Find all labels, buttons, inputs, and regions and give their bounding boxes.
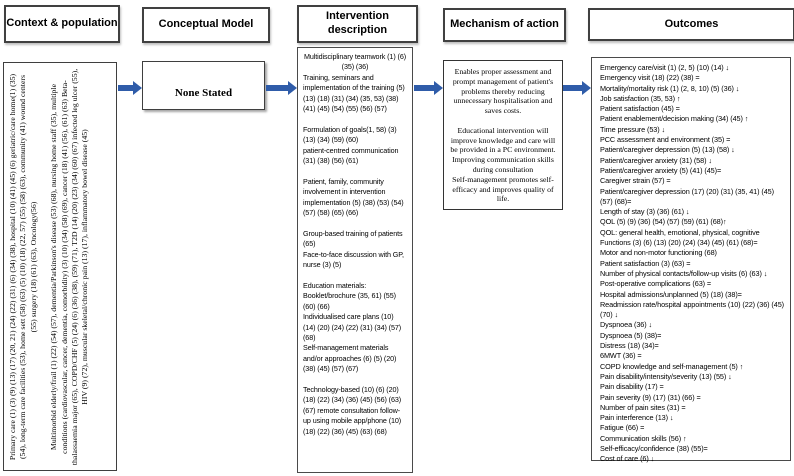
outcome-line: Length of stay (3) (36) (61) ↓ [600, 207, 690, 217]
outcome-line: COPD knowledge and self-management (5) ↑ [600, 361, 744, 371]
arrow-head [582, 80, 591, 95]
outcome-line: PCC assessment and environment (35) = [600, 135, 731, 145]
intervention-paragraph: Formulation of goals(1, 58) (3) (13) (34… [303, 124, 397, 145]
outcome-line: Pain disability/intensity/severity (13) … [600, 371, 732, 381]
arrow-tail [563, 84, 582, 91]
mechanism-paragraph: Enables proper assessment and prompt man… [452, 67, 554, 116]
header-context-population-label: Context & population [6, 17, 118, 30]
intervention-paragraph: Technology-based (10) (6) (20) (18) (22)… [303, 385, 402, 436]
outcome-line: QOL: general health, emotional, physical… [600, 227, 760, 248]
context-population-rotated-text: Primary care (1) (3) (9) (13) (17) (20, … [8, 68, 112, 466]
intervention-paragraph: Patient, family, community involvement i… [303, 176, 404, 218]
outcome-line: Pain interference (13) ↓ [600, 413, 674, 423]
mechanism-of-action-box: Enables proper assessment and prompt man… [443, 60, 563, 210]
outcome-line: Patient/caregiver depression (5) (13) (5… [600, 145, 735, 155]
header-conceptual-model: Conceptual Model [142, 7, 270, 43]
header-outcomes-label: Outcomes [664, 17, 719, 30]
outcome-line: 6MWT (36) = [600, 351, 642, 361]
conceptual-model-label: None Stated [174, 86, 233, 99]
outcome-line: Emergency care/visit (1) (2, 5) (10) (14… [600, 63, 730, 72]
intervention-paragraph [303, 219, 407, 229]
outcome-line: QOL (5) (9) (36) (54) (57) (59) (61) (68… [600, 217, 727, 227]
mechanism-paragraph: Improving communication skills during co… [452, 155, 554, 174]
header-mechanism-of-action-label: Mechanism of action [450, 18, 559, 31]
intervention-paragraph: Booklet/brochure (35, 61) (55) (60) (66) [303, 291, 396, 311]
flow-arrow-mechanism-to-outcomes-icon [563, 80, 591, 95]
outcome-line: Number of physical contacts/follow-up vi… [600, 268, 768, 278]
mechanism-paragraph: Educational intervention will improve kn… [450, 125, 556, 155]
outcome-line: Number of pain sites (31) = [600, 402, 686, 412]
arrow-head [288, 80, 297, 95]
outcome-line: Mortality/mortality risk (1) (2, 8, 10) … [600, 83, 740, 93]
header-conceptual-model-label: Conceptual Model [158, 18, 254, 31]
header-context-population: Context & population [4, 5, 120, 43]
intervention-paragraph: Multidisciplinary teamwork (1) (6) (35) … [303, 52, 407, 72]
intervention-paragraph: Education materials: [303, 280, 367, 290]
outcome-line: Pain disability (17) = [600, 382, 664, 392]
outcome-line: Distress (18) (34)= [600, 341, 659, 351]
intervention-paragraph: Training, seminars and implementation of… [303, 72, 405, 114]
mechanism-paragraph: Self-management promotes self-efficacy a… [452, 174, 554, 204]
flow-arrow-context-to-conceptual-icon [118, 80, 142, 95]
conceptual-model-box: None Stated [142, 61, 265, 110]
outcome-line: Patient/caregiver depression (17) (20) (… [600, 186, 774, 206]
outcome-line: Pain severity (9) (17) (31) (66) = [600, 392, 701, 402]
mechanism-paragraph [448, 116, 558, 126]
outcome-line: Communication skills (56) ↑ [600, 433, 687, 443]
outcomes-box: Emergency care/visit (1) (2, 5) (10) (14… [591, 57, 791, 464]
context-population-paragraph: Primary care (1) (3) (9) (13) (17) (20, … [8, 73, 38, 460]
intervention-paragraph: Individualised care plans (10) (14) (20)… [303, 312, 402, 342]
outcome-line: Dyspnoea (5) (38)= [600, 330, 662, 340]
intervention-paragraph: patient-centred communication (31) (38) … [303, 145, 399, 166]
intervention-paragraph [303, 271, 407, 281]
arrow-tail [414, 84, 434, 91]
header-outcomes: Outcomes [588, 8, 794, 41]
outcome-line: Patient satisfaction (3) (63) = [600, 258, 691, 268]
arrow-tail [266, 84, 288, 91]
outcome-line: Self-efficacy/confidence (38) (55)= [600, 443, 708, 453]
context-population-box: Primary care (1) (3) (9) (13) (17) (20, … [3, 62, 117, 471]
outcome-line: Motor and non-motor functioning (68) [600, 248, 717, 258]
outcome-line: Hospital admissions/unplanned (5) (18) (… [600, 289, 742, 299]
header-mechanism-of-action: Mechanism of action [443, 8, 566, 42]
outcome-line: Emergency visit (18) (22) (38) = [600, 73, 700, 83]
outcome-line: Dyspnoea (36) ↓ [600, 320, 653, 330]
intervention-paragraph: Group-based training of patients (65) [303, 228, 403, 249]
intervention-paragraph [303, 375, 407, 385]
flow-arrow-intervention-to-mechanism-icon [414, 80, 443, 95]
outcome-line: Post-operative complications (63) = [600, 279, 712, 289]
header-intervention-description: Intervention description [297, 5, 418, 43]
outcome-line: Time pressure (53) ↓ [600, 124, 666, 134]
outcome-line: Fatigue (66) = [600, 423, 645, 433]
intervention-paragraph: Self-management materials and/or approac… [303, 343, 397, 374]
outcome-line: Patient satisfaction (45) = [600, 104, 680, 114]
intervention-paragraph [303, 114, 407, 124]
flow-arrow-conceptual-to-intervention-icon [266, 80, 297, 95]
arrow-head [133, 80, 142, 95]
outcome-line: Caregiver strain (57) = [600, 176, 671, 186]
arrow-head [434, 80, 443, 95]
outcome-line: Patient/caregiver anxiety (31) (58) ↓ [600, 155, 712, 165]
intervention-paragraph [303, 166, 407, 176]
outcome-line: Patient/caregiver anxiety (5) (41) (45)= [600, 165, 722, 175]
outcome-line: Readmission rate/hospital appointments (… [600, 299, 785, 320]
header-intervention-description-label: Intervention description [326, 10, 389, 36]
intervention-description-box: Multidisciplinary teamwork (1) (6) (35) … [297, 47, 413, 473]
outcome-line: Cost of care (6) ↓ [600, 454, 655, 464]
outcome-line: Patient enablement/decision making (34) … [600, 114, 749, 124]
arrow-tail [118, 84, 133, 91]
intervention-paragraph: Face-to-face discussion with GP, nurse (… [303, 249, 404, 270]
context-population-paragraph: Multimorbid elderly/frail (1) (22) (54) … [49, 68, 90, 465]
outcome-line: Job satisfaction (35, 53) ↑ [600, 93, 681, 103]
